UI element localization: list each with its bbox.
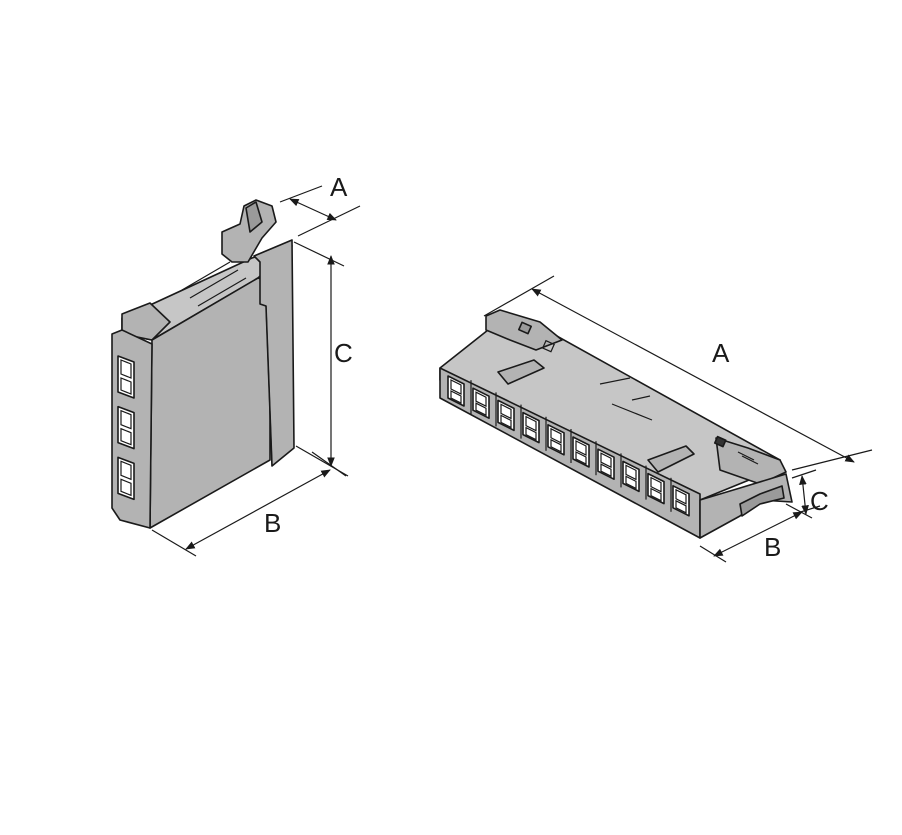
left-dimension-c-label: C <box>334 338 353 368</box>
right-cavity <box>447 375 465 407</box>
right-cavity <box>620 453 640 493</box>
left-cavity <box>117 405 135 450</box>
right-dimension-b-line <box>713 511 803 557</box>
left-dimension-a-label: A <box>330 172 348 202</box>
left-cavity <box>117 355 135 399</box>
left-connector-latch-hook <box>221 199 277 263</box>
right-dimension-a-label: A <box>712 338 730 368</box>
right-dimension-b-label: B <box>764 532 781 562</box>
right-dimension-a-line <box>531 288 855 463</box>
left-dimension-b-label: B <box>264 508 281 538</box>
right-dimension-c-label: C <box>810 486 829 516</box>
right-dimension-c-line <box>799 475 809 515</box>
right-cavity <box>470 380 490 420</box>
left-cavity <box>117 456 135 501</box>
right-cavity <box>670 477 690 517</box>
right-connector <box>439 309 793 539</box>
left-dimensions: A C B <box>151 172 361 557</box>
right-cavity <box>495 392 515 432</box>
right-cavity <box>645 465 665 505</box>
left-connector <box>111 199 295 529</box>
right-dimensions: A C B <box>483 275 873 563</box>
left-dimension-a-line <box>289 198 337 221</box>
left-dimension-b-line <box>185 469 331 550</box>
